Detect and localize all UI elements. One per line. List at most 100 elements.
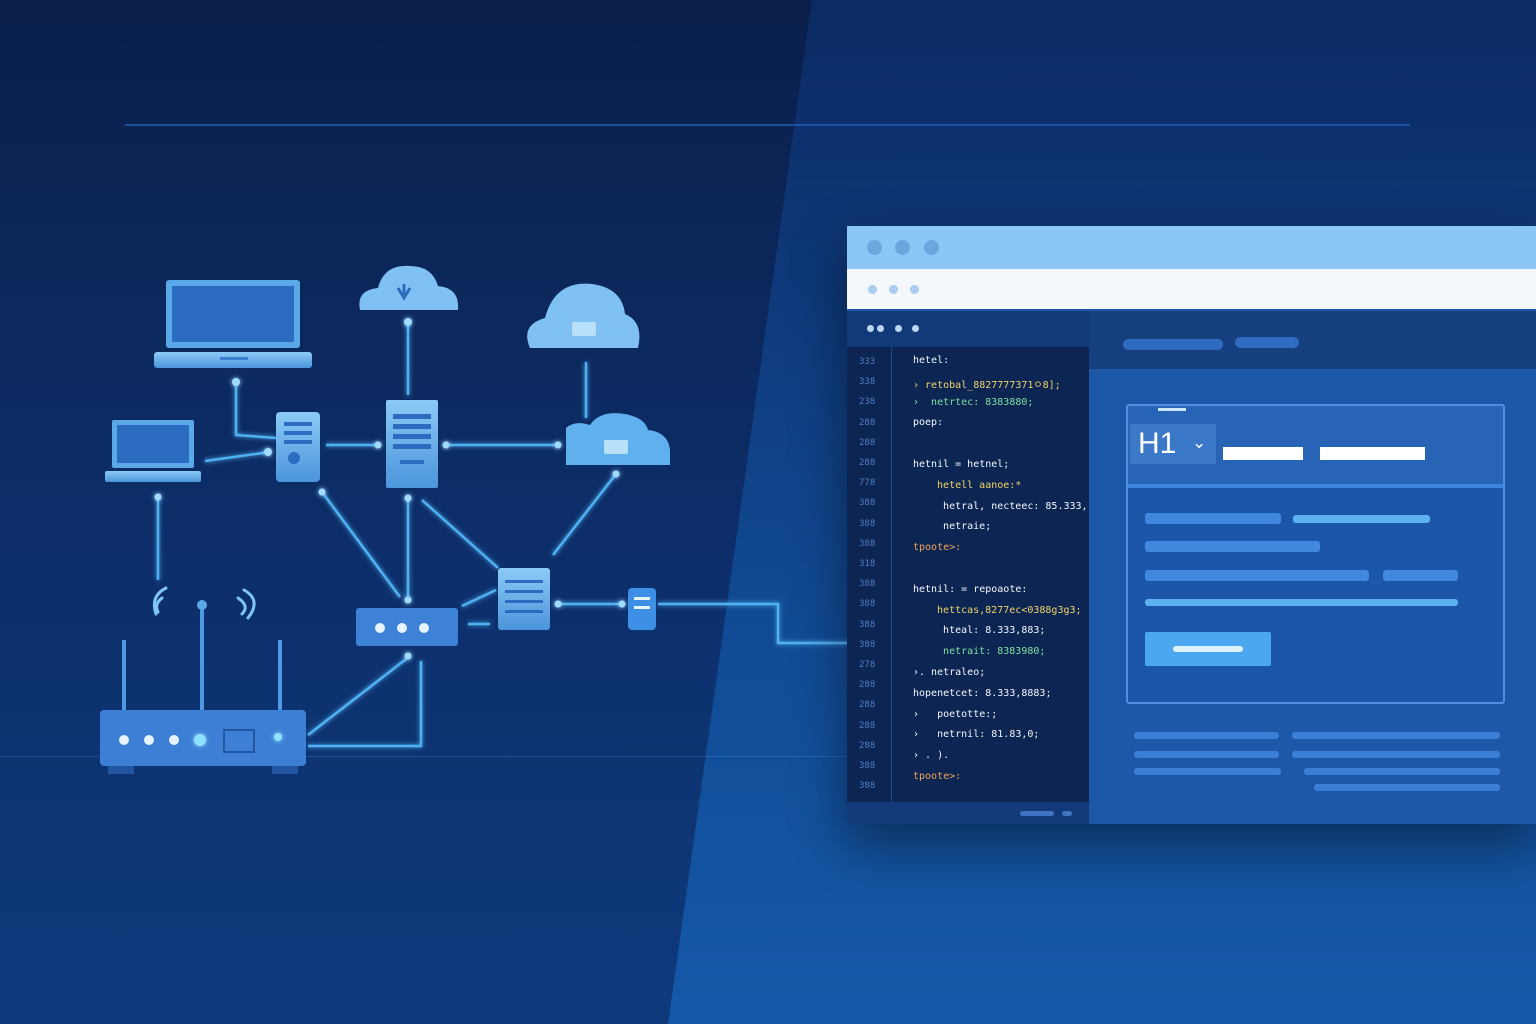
link-smalllaptop-tower bbox=[204, 450, 271, 463]
cloud-right-icon bbox=[527, 283, 640, 348]
chevron-down-icon: ⌄ bbox=[1192, 433, 1207, 452]
cloud-mid-icon bbox=[566, 413, 670, 465]
addressbar-dot-icon bbox=[868, 285, 877, 294]
line-number-gutter: 333 338 238 288 288 288 778 388 388 388 318 388 388 3… bbox=[847, 347, 892, 802]
line-number: 388 bbox=[859, 599, 876, 610]
header-tick bbox=[1158, 408, 1186, 411]
status-pill bbox=[1062, 811, 1072, 816]
card-header: H1 ⌄ bbox=[1128, 406, 1503, 488]
code-line: tpoote>: bbox=[913, 542, 962, 554]
line-number: 238 bbox=[859, 397, 876, 408]
status-pill bbox=[1020, 811, 1054, 816]
link-phone-browser bbox=[658, 602, 848, 645]
tab-dot-icon bbox=[912, 325, 919, 332]
line-number: 388 bbox=[859, 498, 876, 509]
footer-line bbox=[1292, 751, 1500, 758]
addressbar-dot-icon bbox=[910, 285, 919, 294]
code-line: hteal: 8.333,883; bbox=[925, 625, 1046, 637]
addressbar-dot-icon bbox=[889, 285, 898, 294]
connection-nodes bbox=[154, 318, 626, 660]
link-rack-server bbox=[421, 499, 499, 569]
line-number: 778 bbox=[859, 478, 876, 489]
line-number: 338 bbox=[859, 377, 876, 388]
text-line bbox=[1145, 570, 1369, 581]
top-divider-line bbox=[125, 124, 1410, 126]
link-cloudmid-server bbox=[552, 473, 617, 556]
tab-dot-icon bbox=[877, 325, 884, 332]
code-line: poep: bbox=[913, 417, 944, 429]
browser-window: 333 338 238 288 288 288 778 388 388 388 318 388 388 3… bbox=[847, 226, 1536, 824]
code-line: tpoote>: bbox=[913, 771, 962, 782]
line-number: 318 bbox=[859, 559, 876, 569]
server-rack-icon bbox=[386, 400, 438, 488]
tab-dot-icon bbox=[867, 325, 874, 332]
link-tower-switch bbox=[320, 491, 402, 598]
network-switch-icon bbox=[356, 608, 458, 646]
address-bar[interactable] bbox=[847, 269, 1536, 309]
footer-line bbox=[1304, 768, 1500, 775]
link-server-switch bbox=[461, 588, 497, 608]
nav-pill[interactable] bbox=[1235, 337, 1299, 348]
code-line: hetral, necteec: 85.333, bbox=[925, 500, 1088, 512]
heading-tag-label: H1 bbox=[1138, 427, 1177, 460]
content-card: H1 ⌄ bbox=[1126, 404, 1505, 704]
heading-text-bar bbox=[1223, 447, 1303, 460]
window-dot-icon[interactable] bbox=[895, 240, 910, 255]
phone-icon bbox=[628, 588, 656, 630]
line-number: 388 bbox=[859, 781, 876, 792]
editor-statusbar bbox=[847, 802, 1089, 824]
code-line: › poetotte:; bbox=[913, 708, 998, 720]
code-editor[interactable]: 333 338 238 288 288 288 778 388 388 388 318 388 388 3… bbox=[847, 311, 1089, 824]
line-number: 288 bbox=[859, 458, 876, 468]
tab-dot-icon bbox=[895, 325, 902, 332]
footer-line bbox=[1314, 784, 1500, 791]
wifi-router-icon bbox=[100, 600, 306, 774]
code-line: netraie; bbox=[925, 521, 992, 533]
line-number: 388 bbox=[859, 518, 876, 529]
line-number: 388 bbox=[859, 619, 876, 630]
footer-line bbox=[1292, 732, 1500, 739]
preview-topbar bbox=[1089, 311, 1536, 369]
text-line bbox=[1145, 599, 1458, 606]
code-line: › netrtec: 8383880; bbox=[913, 396, 1034, 408]
heading-selector[interactable]: H1 ⌄ bbox=[1130, 424, 1216, 464]
heading-text-bar bbox=[1320, 447, 1425, 460]
code-line: hetell aanoe:* bbox=[925, 479, 1022, 491]
footer-line bbox=[1134, 751, 1279, 758]
code-line: hetel: bbox=[913, 355, 950, 366]
window-dot-icon[interactable] bbox=[867, 240, 882, 255]
browser-titlebar bbox=[847, 226, 1536, 269]
line-number: 278 bbox=[859, 660, 876, 670]
text-line bbox=[1145, 513, 1281, 524]
line-number: 388 bbox=[859, 761, 876, 771]
connection-lines bbox=[156, 322, 848, 748]
nav-pill[interactable] bbox=[1123, 339, 1223, 350]
wifi-signal-icon bbox=[152, 586, 256, 620]
line-number: 288 bbox=[859, 700, 876, 711]
code-line: hopenetcet: 8.333,8883; bbox=[913, 687, 1052, 699]
line-number: 388 bbox=[859, 579, 876, 590]
link-laptop-tower bbox=[234, 383, 277, 440]
line-number: 288 bbox=[859, 720, 876, 731]
link-switch-router-b bbox=[308, 661, 423, 748]
footer-line bbox=[1134, 768, 1281, 775]
line-number: 388 bbox=[859, 639, 876, 650]
server-small-icon bbox=[498, 568, 550, 630]
page-preview: H1 ⌄ bbox=[1089, 311, 1536, 824]
footer-line bbox=[1134, 732, 1279, 739]
cloud-top-icon bbox=[359, 265, 459, 310]
code-line: › retobal_8827777371ㅇ8]; bbox=[913, 379, 1061, 391]
code-line: hetnil: = repoaote: bbox=[913, 583, 1028, 595]
window-dot-icon[interactable] bbox=[924, 240, 939, 255]
line-number: 288 bbox=[859, 680, 876, 691]
line-number: 333 bbox=[859, 357, 876, 367]
code-line: hettcas,8277ec<0388g3g3; bbox=[925, 604, 1082, 616]
code-line: hetnil = hetnel; bbox=[913, 459, 1010, 470]
link-switch-router bbox=[307, 655, 411, 736]
cta-label-bar bbox=[1173, 646, 1243, 652]
code-line: › . ). bbox=[913, 750, 950, 762]
laptop-large-icon bbox=[154, 280, 312, 368]
cta-button[interactable] bbox=[1145, 632, 1271, 666]
line-number: 288 bbox=[859, 437, 876, 448]
